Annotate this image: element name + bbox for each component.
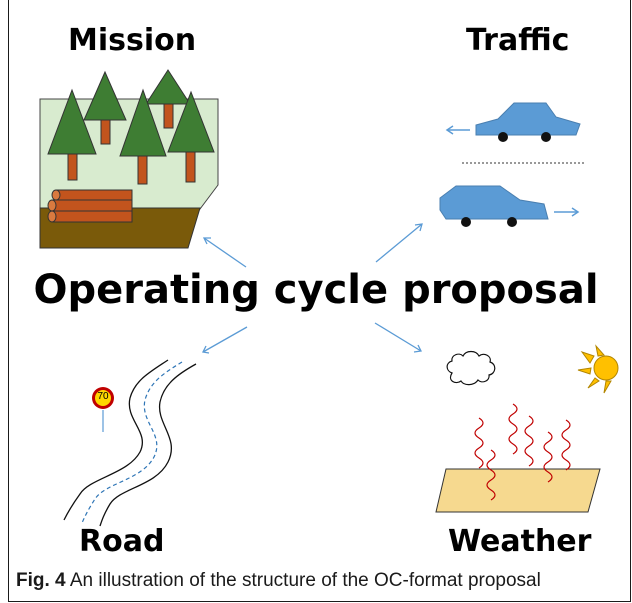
tree-icon xyxy=(119,88,167,185)
mission-illustration xyxy=(39,69,219,249)
arrow-right-icon xyxy=(554,207,580,217)
car-icon xyxy=(475,102,581,142)
tree-icon xyxy=(145,69,191,129)
car-icon xyxy=(439,185,549,227)
road-edge-left xyxy=(63,359,169,521)
tree-icon xyxy=(83,70,127,145)
figure-frame xyxy=(8,0,631,602)
arrow-left-icon xyxy=(445,125,470,135)
figure-caption: Fig. 4 An illustration of the structure … xyxy=(16,571,541,590)
arrow-to-weather xyxy=(374,322,422,353)
road-edge-right xyxy=(99,363,197,527)
mission-label: Mission xyxy=(68,23,197,58)
road-center-line xyxy=(81,361,183,524)
tree-icon xyxy=(47,88,97,181)
road-label: Road xyxy=(79,524,165,559)
cloud-icon xyxy=(446,350,496,386)
tree-icon xyxy=(167,90,215,183)
traffic-illustration xyxy=(439,102,585,227)
arrow-to-mission xyxy=(202,237,247,268)
sun-icon xyxy=(577,344,619,394)
speed-limit-value: 70 xyxy=(97,391,109,402)
weather-label: Weather xyxy=(448,524,592,559)
figure-number: Fig. 4 xyxy=(16,570,66,591)
connector-arrows xyxy=(202,223,423,354)
diagram-title: Operating cycle proposal xyxy=(33,267,599,313)
traffic-label: Traffic xyxy=(466,23,570,58)
log-pile-icon xyxy=(47,189,133,223)
caption-text: An illustration of the structure of the … xyxy=(65,570,541,591)
arrow-to-road xyxy=(202,326,248,354)
weather-ground xyxy=(435,468,601,513)
heat-wave-icon xyxy=(474,403,571,501)
arrow-to-traffic xyxy=(375,223,423,263)
road-illustration xyxy=(63,359,197,527)
weather-illustration xyxy=(435,344,619,513)
speed-limit-sign-icon xyxy=(92,387,114,432)
